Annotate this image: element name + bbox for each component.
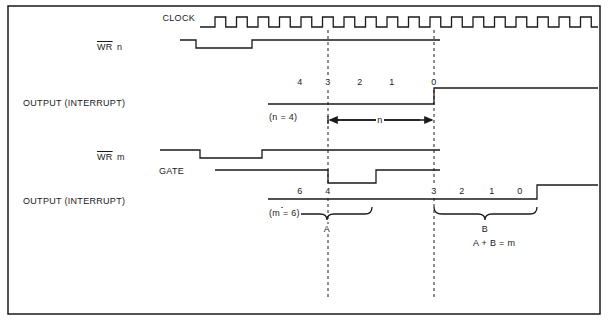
bracket [434,207,537,220]
signal-name: WR [96,152,114,162]
signal-name: CLOCK [161,13,196,23]
signal-name: WR [96,42,114,52]
wr-n-wave [180,40,440,48]
signal-name: GATE [158,166,185,176]
equation: A + B = m [472,238,516,248]
signal-name: OUTPUT (INTERRUPT) [22,98,126,108]
interval-label: A [323,224,331,234]
dashed-marker [328,30,329,300]
count-value: 0 [516,186,523,196]
count-value: 3 [430,186,437,196]
dashed-marker [434,30,435,300]
count-value: 1 [388,77,395,87]
signal-name: OUTPUT (INTERRUPT) [22,196,126,206]
frame [8,6,600,314]
signal-name: n [116,42,123,52]
output-wave [268,185,598,199]
count-value: 1 [488,186,495,196]
count-value: 0 [430,77,437,87]
note: (n = 4) [268,112,298,122]
count-value: 6 [296,186,303,196]
n-arrow [330,119,420,120]
count-value: 4 [296,77,303,87]
output-wave [268,88,598,104]
count-value: 2 [356,77,363,87]
clock-wave [200,17,598,27]
count-value: 4 [324,186,331,196]
count-value: 2 [458,186,465,196]
note: (m = 6) [268,208,301,218]
interval-label: B [481,224,489,234]
interval-label: n [376,115,383,125]
count-value: 3 [324,77,331,87]
wr-m-wave [160,150,440,158]
signal-name: m [116,152,126,162]
